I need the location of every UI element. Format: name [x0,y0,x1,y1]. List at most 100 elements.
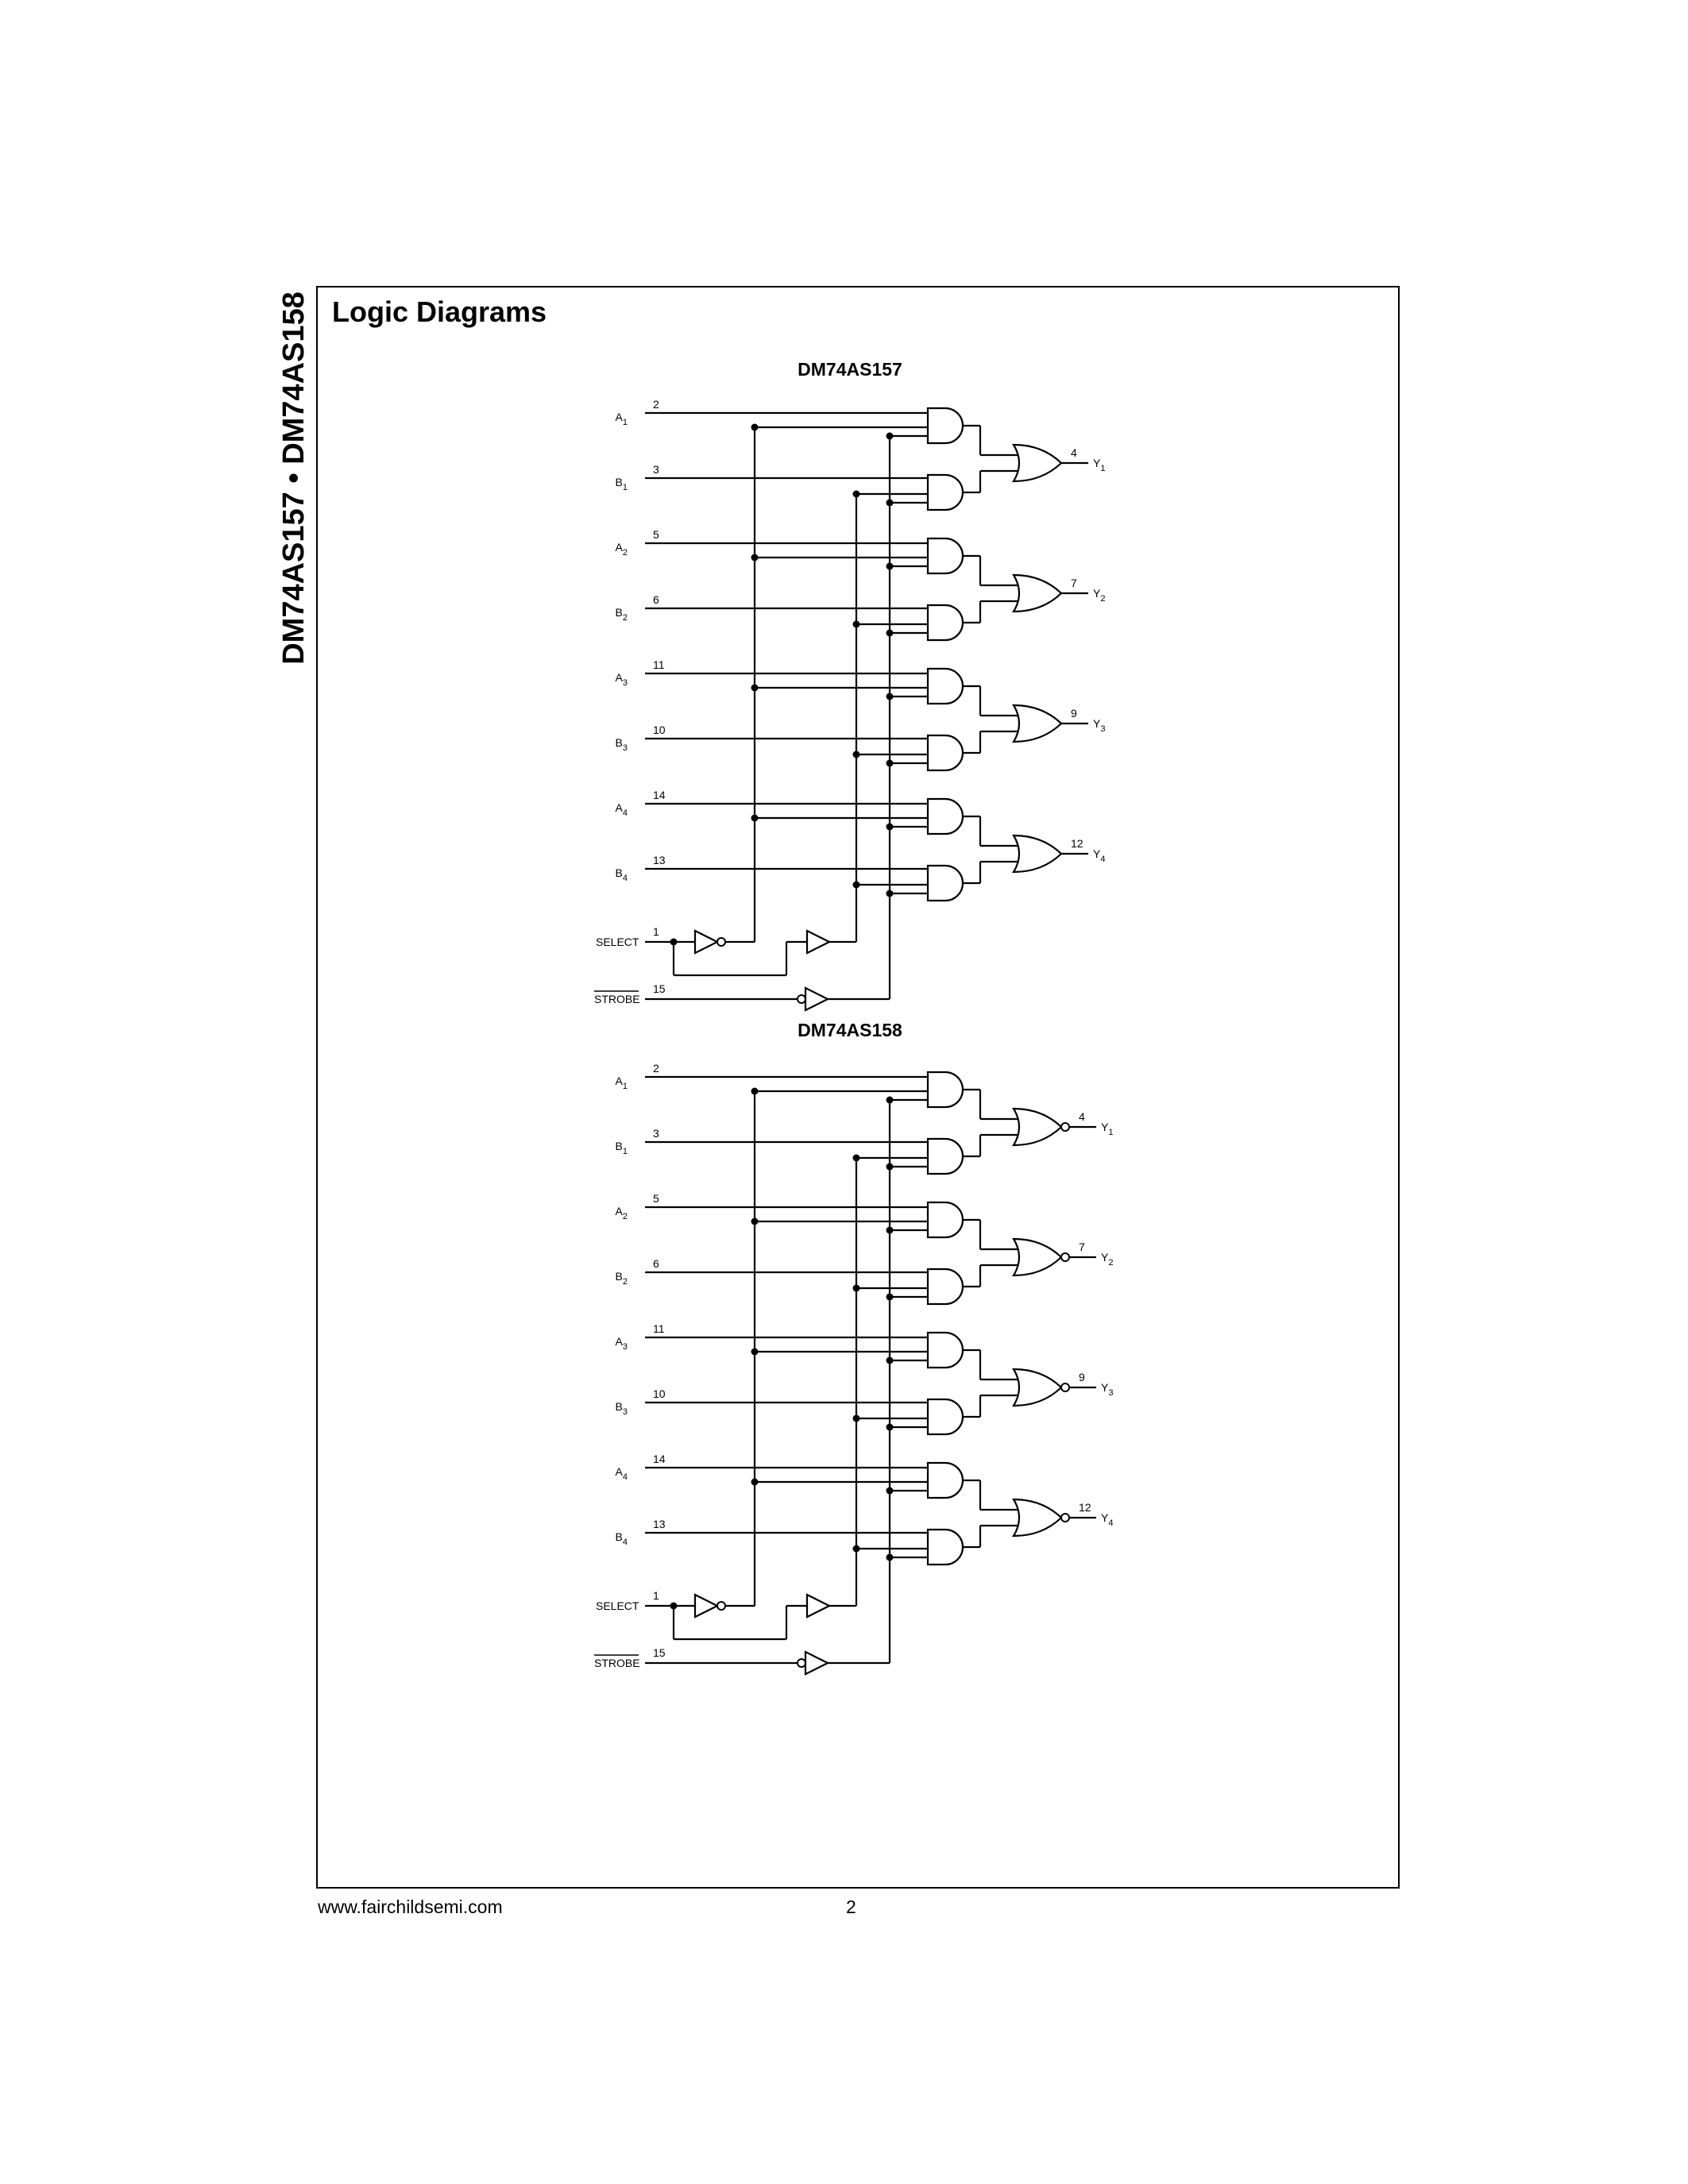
inversion-bubble [717,1601,726,1611]
pin-number: 3 [653,1127,659,1140]
input-label-b1: B1 [616,476,628,492]
and-gate [926,407,964,445]
pin-number: 11 [653,658,665,671]
input-label-a1: A1 [616,1075,628,1091]
buffer [805,929,832,955]
and-gate [926,734,964,772]
pin-number: 12 [1071,837,1083,850]
diagram-title-157: DM74AS157 [798,359,902,380]
pin-number: 2 [653,1062,659,1075]
output-label-y3: Y3 [1093,717,1105,734]
and-gate [926,1268,964,1306]
pin-number: 6 [653,593,659,606]
input-label-a4: A4 [616,1465,628,1482]
inversion-bubble [1060,1252,1070,1262]
pin-number: 1 [653,925,659,938]
pin-number: 15 [653,982,666,995]
or-gate [1012,443,1063,483]
or-gate [1012,834,1063,874]
output-label-y4: Y4 [1101,1511,1113,1528]
and-gate [926,1528,964,1566]
buffer [804,986,830,1012]
and-gate [926,1071,964,1109]
pin-number: 11 [653,1322,665,1335]
input-label-b1: B1 [616,1140,628,1156]
pin-number: 10 [653,723,666,736]
input-label-b2: B2 [616,1270,628,1287]
and-gate [926,864,964,902]
and-gate [926,1398,964,1436]
buffer [805,1593,832,1619]
and-gate [926,1137,964,1175]
diagram-title-158: DM74AS158 [798,1020,902,1040]
pin-number: 9 [1071,707,1077,720]
or-gate [1012,1368,1063,1407]
pin-number: 9 [1079,1371,1085,1383]
input-label-a4: A4 [616,801,628,818]
pin-number: 2 [653,398,659,411]
output-label-y1: Y1 [1093,457,1105,473]
and-gate [926,797,964,835]
inversion-bubble [1060,1122,1070,1132]
pin-number: 5 [653,1192,659,1205]
output-label-y2: Y2 [1101,1251,1113,1268]
or-gate [1012,1237,1063,1277]
footer-url[interactable]: www.fairchildsemi.com [318,1897,503,1917]
content-frame [316,286,1400,1889]
input-label-b4: B4 [616,866,628,883]
pin-number: 7 [1079,1241,1085,1253]
output-label-y3: Y3 [1101,1381,1113,1398]
pin-number: 1 [653,1589,659,1602]
or-gate [1012,704,1063,743]
input-label-a2: A2 [616,541,628,558]
inversion-bubble [797,994,806,1004]
pin-number: 3 [653,463,659,476]
input-label-a3: A3 [616,1335,628,1352]
input-label-b3: B3 [616,1400,628,1417]
pin-number: 4 [1071,446,1077,459]
and-gate [926,667,964,705]
input-label-b4: B4 [616,1530,628,1547]
select-label: SELECT [596,936,639,948]
and-gate [926,1331,964,1369]
or-gate [1012,1498,1063,1538]
output-label-y4: Y4 [1093,847,1105,864]
pin-number: 13 [653,1518,666,1530]
buffer [804,1650,830,1676]
pin-number: 13 [653,854,666,866]
pin-number: 6 [653,1257,659,1270]
pin-number: 12 [1079,1501,1091,1514]
output-label-y1: Y1 [1101,1121,1113,1137]
inversion-bubble [1060,1513,1070,1522]
and-gate [926,1461,964,1499]
output-label-y2: Y2 [1093,587,1105,604]
pin-number: 10 [653,1387,666,1400]
inversion-bubble [1060,1383,1070,1392]
input-label-b3: B3 [616,736,628,753]
input-label-b2: B2 [616,606,628,623]
strobe-label: STROBE [594,993,640,1005]
input-label-a1: A1 [616,411,628,427]
or-gate [1012,573,1063,613]
pin-number: 14 [653,1453,666,1465]
section-title: Logic Diagrams [332,295,547,328]
pin-number: 15 [653,1646,666,1659]
and-gate [926,604,964,642]
input-label-a3: A3 [616,671,628,688]
inversion-bubble [717,937,726,947]
strobe-label: STROBE [594,1657,640,1669]
pin-number: 7 [1071,577,1077,589]
input-label-a2: A2 [616,1205,628,1221]
and-gate [926,537,964,575]
pin-number: 4 [1079,1110,1085,1123]
pin-number: 5 [653,528,659,541]
or-gate [1012,1107,1063,1147]
inversion-bubble [797,1658,806,1668]
inverter [693,1593,720,1619]
and-gate [926,473,964,511]
pin-number: 14 [653,789,666,801]
select-label: SELECT [596,1599,639,1612]
and-gate [926,1201,964,1239]
inverter [693,929,720,955]
